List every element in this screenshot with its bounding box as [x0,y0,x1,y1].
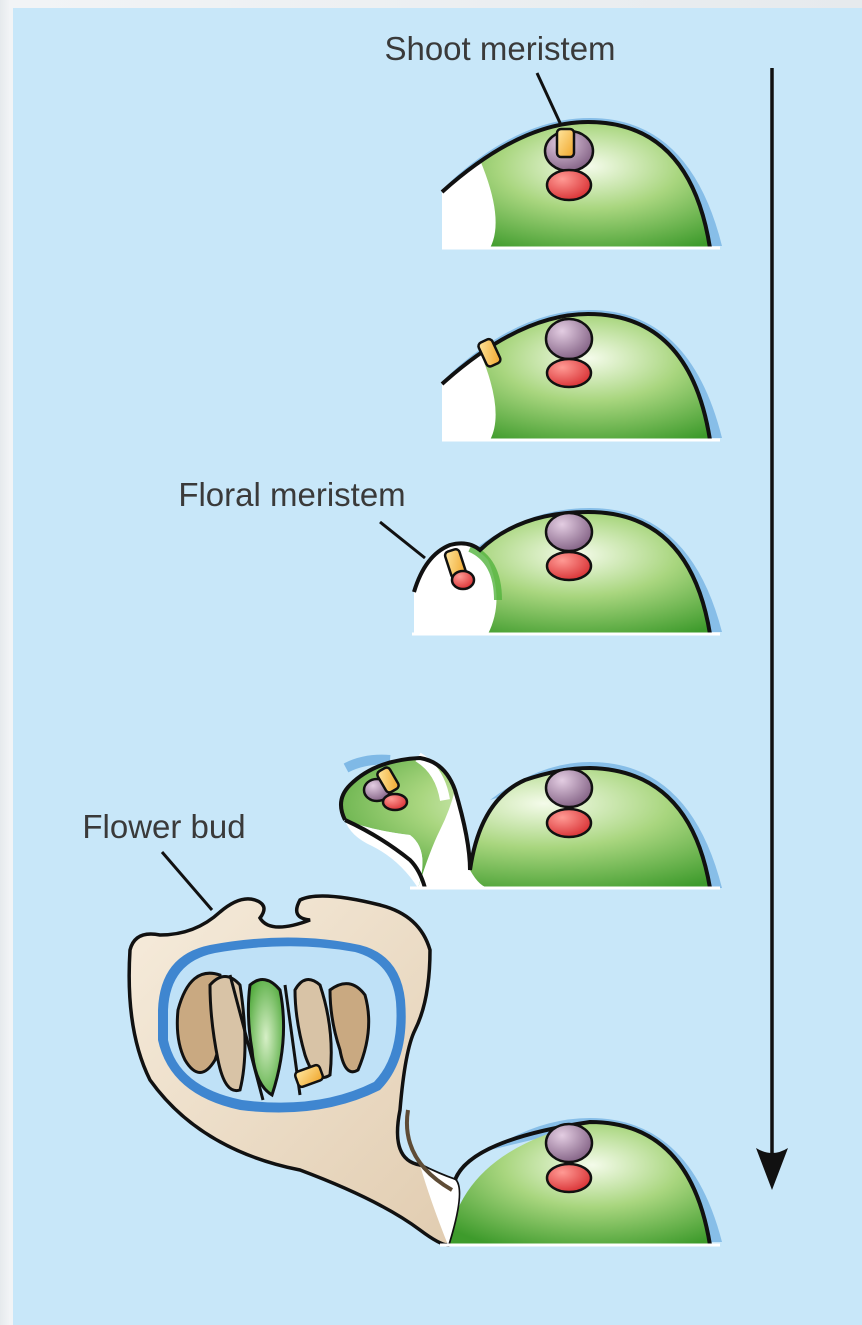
flower-bud-label: Flower bud [82,808,245,845]
flower-bud-leader [162,852,212,910]
organizing-center [547,170,591,200]
stage-5-flower-bud [129,896,722,1245]
central-zone [546,1124,592,1162]
shoot-meristem-leader [537,73,561,125]
organizing-center [547,552,591,580]
central-zone [546,513,592,551]
organizing-center [547,359,591,387]
floral-organizing-center [383,794,407,810]
stage-1-shoot-apex [442,118,722,248]
floral-meristem-leader [380,522,425,558]
central-zone [546,319,592,359]
central-zone [546,769,592,807]
time-arrow [756,68,788,1190]
organizing-center [547,809,591,837]
stage-4-floral-meristem-separating [341,757,722,888]
stage-2-shoot-apex [442,310,722,440]
floral-meristem-label: Floral meristem [178,476,405,513]
stage-3-floral-meristem-emerging [412,508,722,634]
organizing-center [547,1164,591,1192]
shoot-meristem-label: Shoot meristem [384,30,615,67]
floral-organizing-center [452,571,474,589]
primordium [557,129,574,157]
